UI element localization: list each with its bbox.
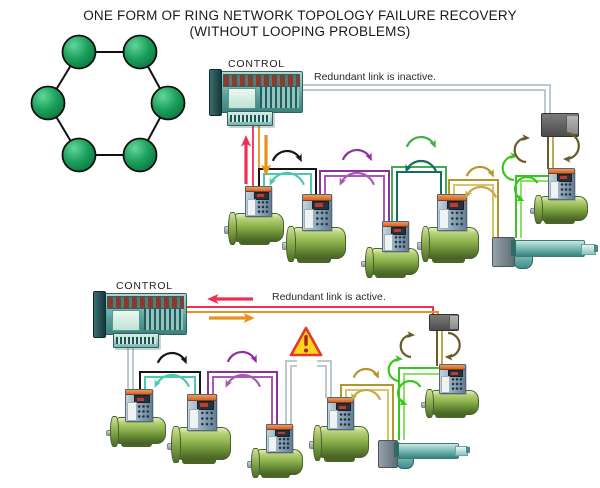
bottom-motor-3 — [247, 448, 304, 478]
top-motor-3 — [361, 247, 420, 278]
bottom-control-plc — [92, 290, 187, 339]
bottom-redundant-node — [429, 314, 459, 331]
top-motor-5 — [530, 195, 589, 225]
annotation-redundant-active: Redundant link is active. — [272, 291, 386, 303]
top-control-plc — [208, 68, 303, 117]
bottom-vfd-drive-2 — [187, 394, 217, 431]
top-linear-actuator — [492, 237, 598, 270]
bottom-motor-5 — [421, 389, 480, 419]
bottom-motor-4 — [309, 424, 370, 462]
top-motor-4 — [417, 225, 480, 263]
top-vfd-drive-2 — [302, 194, 332, 231]
top-redundant-node — [541, 113, 579, 137]
control-label-bottom: CONTROL — [116, 280, 173, 292]
bottom-vfd-drive-1 — [125, 389, 153, 422]
top-motor-2 — [281, 225, 347, 263]
bottom-terminal-block — [113, 333, 159, 348]
annotation-redundant-inactive: Redundant link is inactive. — [314, 71, 436, 83]
title-line2: (WITHOUT LOOPING PROBLEMS) — [189, 24, 411, 39]
bottom-linear-actuator — [378, 440, 470, 470]
bottom-vfd-drive-3 — [266, 424, 293, 453]
control-label-top: CONTROL — [228, 58, 285, 70]
top-vfd-drive-5 — [548, 168, 575, 200]
title-line1: ONE FORM OF RING NETWORK TOPOLOGY FAILUR… — [83, 8, 517, 23]
bottom-motor-2 — [166, 425, 232, 464]
top-terminal-block — [227, 111, 273, 126]
bottom-vfd-drive-5 — [439, 364, 466, 394]
top-vfd-drive-3 — [382, 221, 409, 252]
top-vfd-drive-4 — [437, 194, 467, 231]
top-motor-1 — [224, 212, 285, 245]
bottom-vfd-drive-4 — [327, 397, 354, 430]
top-vfd-drive-1 — [245, 186, 272, 217]
